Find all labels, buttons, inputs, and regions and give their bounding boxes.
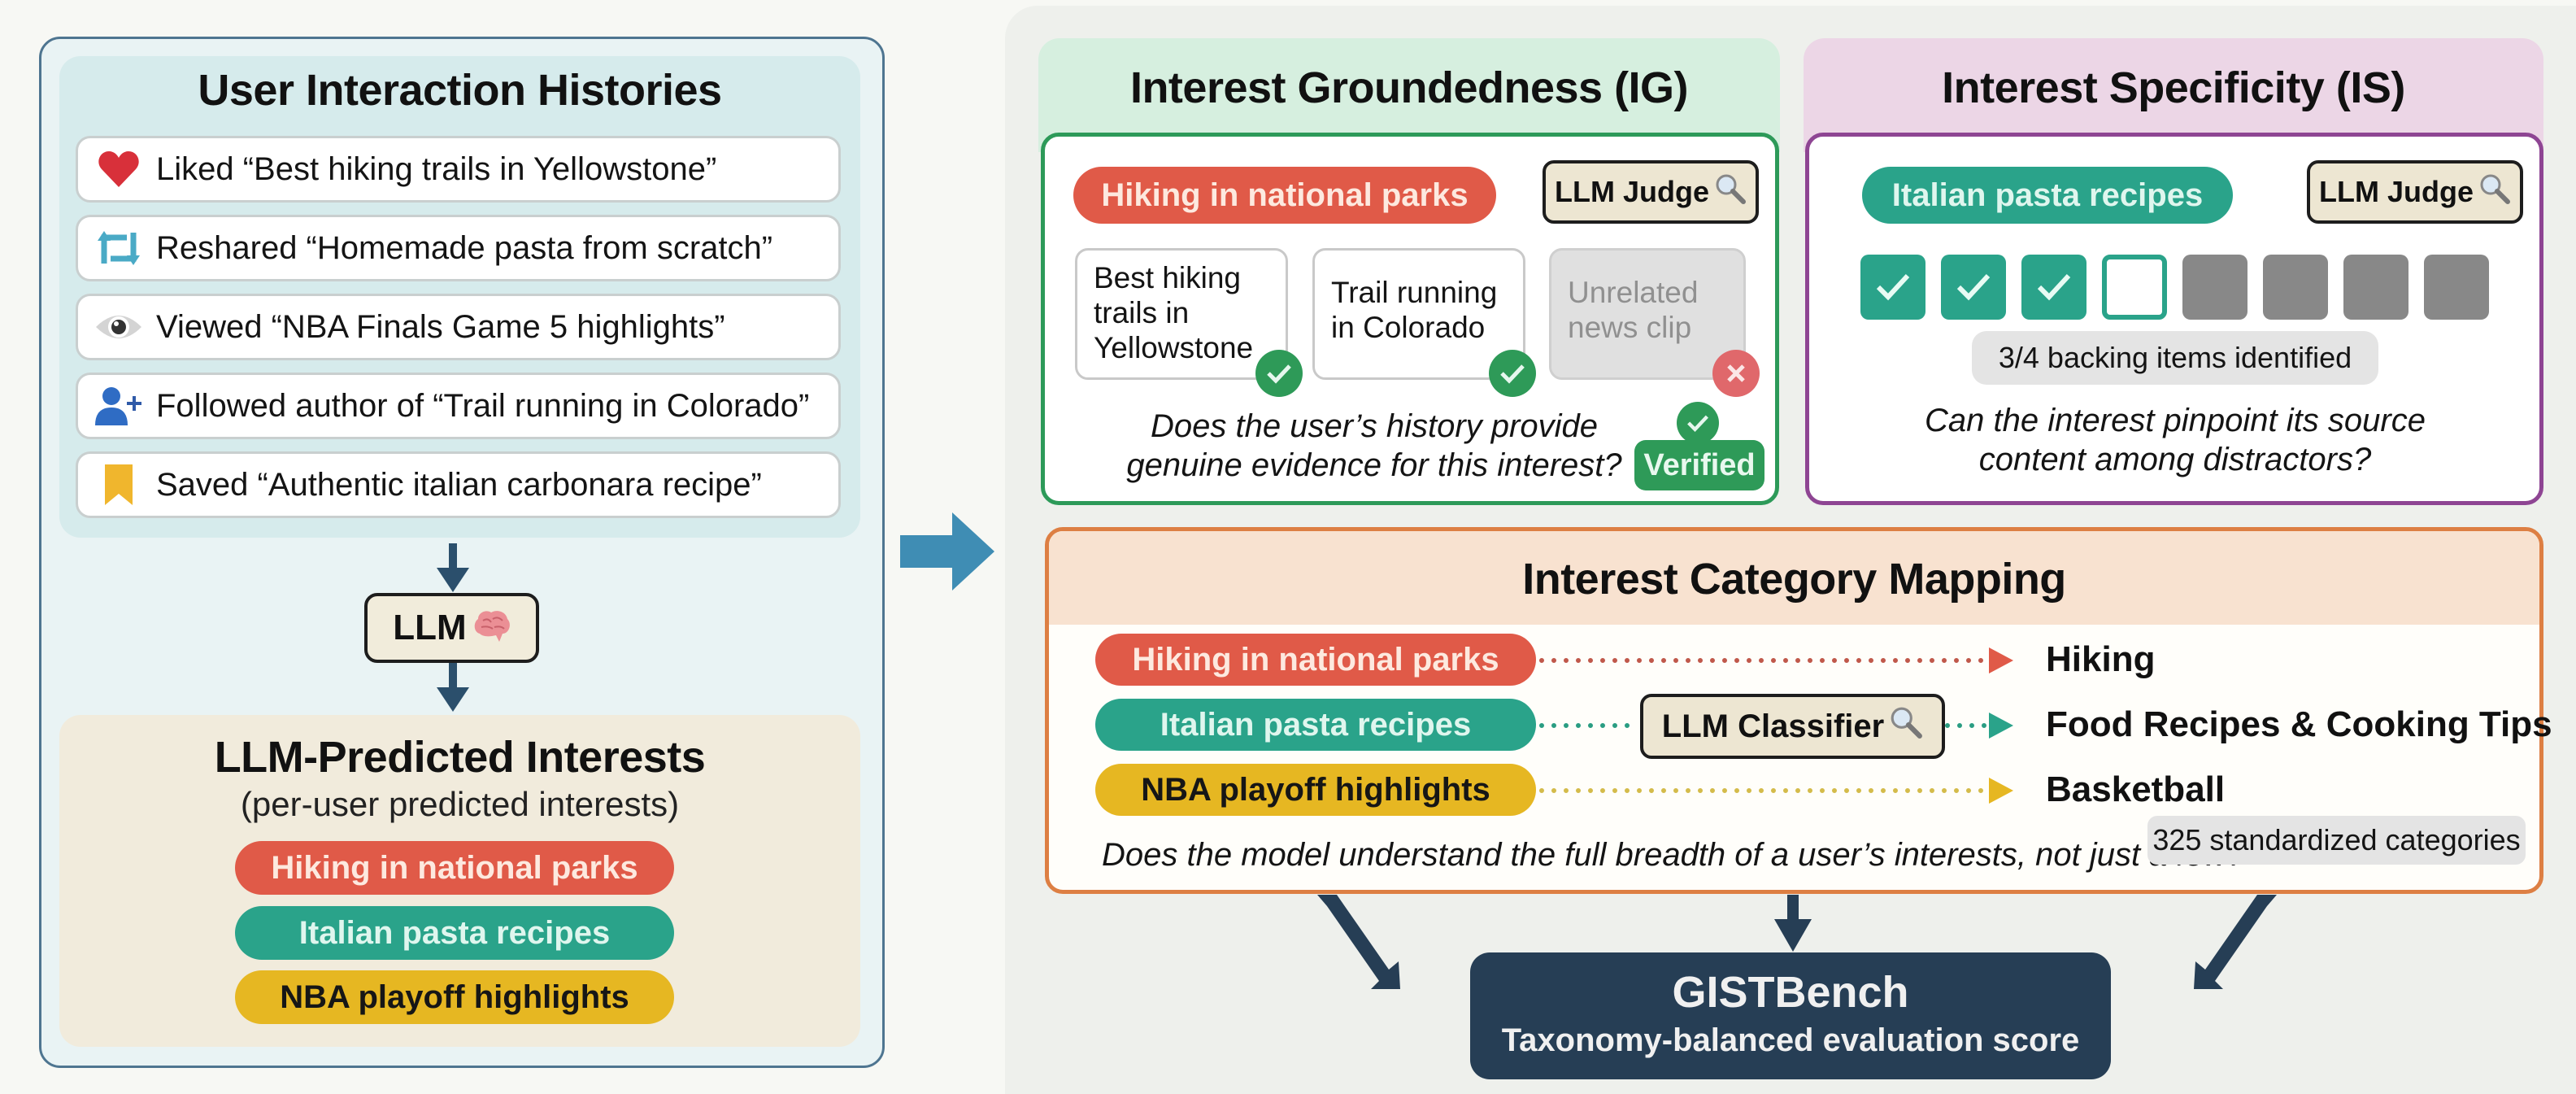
converge-arrows	[1317, 895, 2277, 989]
llm-judge-badge: LLM Judge	[1543, 160, 1759, 224]
candidate-distractor	[2343, 255, 2408, 320]
candidate-missed	[2102, 255, 2167, 320]
history-item-text: Viewed “NBA Finals Game 5 highlights”	[156, 308, 725, 345]
magnifier-icon	[2478, 172, 2511, 212]
history-item: Saved “Authentic italian carbonara recip…	[76, 451, 841, 518]
mapping-interest-pill: Hiking in national parks	[1095, 634, 1536, 686]
history-title: User Interaction Histories	[198, 66, 722, 115]
candidate-checked	[1941, 255, 2006, 320]
bookmark-icon	[94, 460, 143, 509]
flow-arrow-down	[437, 663, 469, 712]
interest-pill: Hiking in national parks	[235, 841, 674, 895]
arrowhead-food	[1989, 713, 2013, 739]
llm-classifier-label: LLM Classifier	[1661, 708, 1885, 744]
arrow-from-is	[2194, 895, 2277, 989]
llm-classifier-badge: LLM Classifier	[1640, 694, 1945, 759]
predicted-title: LLM-Predicted Interests	[214, 733, 706, 782]
category-label: Hiking	[2046, 639, 2156, 679]
check-icon	[1489, 350, 1536, 397]
flow-arrow-down	[437, 543, 469, 592]
magnifier-icon	[1714, 172, 1747, 212]
check-icon	[1255, 350, 1303, 397]
category-label: Basketball	[2046, 769, 2226, 809]
reject-icon	[1712, 350, 1760, 397]
evidence-card: Trail running in Colorado	[1312, 248, 1525, 380]
reshare-icon	[94, 224, 143, 272]
candidate-items	[1860, 255, 2489, 320]
llm-label: LLM	[393, 608, 467, 647]
history-item-text: Followed author of “Trail running in Col…	[156, 387, 810, 424]
mapping-connectors	[1539, 647, 2013, 804]
llm-box: LLM	[364, 593, 539, 663]
flow-arrow-right	[900, 512, 994, 591]
arrow-from-mapping	[1774, 895, 1812, 952]
candidate-distractor	[2182, 255, 2247, 320]
candidate-distractor	[2263, 255, 2328, 320]
gistbench-score-box: GISTBench Taxonomy-balanced evaluation s…	[1470, 952, 2111, 1079]
check-icon	[2037, 273, 2071, 301]
interest-pill: Italian pasta recipes	[235, 906, 674, 960]
interest-pill: NBA playoff highlights	[235, 970, 674, 1024]
verified-check-icon	[1677, 402, 1719, 444]
history-item-text: Saved “Authentic italian carbonara recip…	[156, 466, 762, 503]
specificity-question: Can the interest pinpoint its source con…	[1925, 403, 2426, 477]
magnifier-icon	[1889, 705, 1923, 747]
check-icon	[1876, 273, 1910, 301]
mapping-question: Does the model understand the full bread…	[1102, 837, 2246, 873]
add-user-icon	[94, 381, 143, 430]
arrowhead-hiking	[1989, 647, 2013, 673]
mapping-interest-pill: Italian pasta recipes	[1095, 699, 1536, 751]
llm-judge-label: LLM Judge	[1555, 175, 1709, 208]
brain-icon	[473, 609, 511, 647]
is-interest-pill: Italian pasta recipes	[1862, 167, 2233, 224]
categories-count-tag: 325 standardized categories	[2147, 816, 2526, 865]
mapping-interest-pill: NBA playoff highlights	[1095, 764, 1536, 816]
predicted-subtitle: (per-user predicted interests)	[240, 785, 680, 823]
candidate-checked	[1860, 255, 1925, 320]
groundedness-title: Interest Groundedness (IG)	[1129, 63, 1689, 112]
history-item-text: Reshared “Homemade pasta from scratch”	[156, 229, 773, 266]
history-item: Viewed “NBA Finals Game 5 highlights”	[76, 294, 841, 360]
history-item: Reshared “Homemade pasta from scratch”	[76, 215, 841, 281]
category-label: Food Recipes & Cooking Tips	[2046, 704, 2552, 744]
llm-judge-label: LLM Judge	[2319, 175, 2474, 208]
specificity-title: Interest Specificity (IS)	[1942, 63, 2405, 112]
eye-icon	[94, 303, 143, 351]
candidate-checked	[2021, 255, 2086, 320]
heart-icon	[94, 145, 143, 194]
mapping-header: Interest Category Mapping	[1049, 531, 2539, 625]
mapping-title: Interest Category Mapping	[1522, 555, 2066, 604]
candidate-distractor	[2424, 255, 2489, 320]
gistbench-title: GISTBench	[1672, 968, 1909, 1017]
llm-judge-badge: LLM Judge	[2307, 160, 2523, 224]
backing-result-tag: 3/4 backing items identified	[1972, 331, 2378, 385]
groundedness-question: Does the user’s history provide genuine …	[1126, 408, 1622, 483]
gistbench-subtitle: Taxonomy-balanced evaluation score	[1501, 1022, 2080, 1058]
check-icon	[1956, 273, 1991, 301]
ig-interest-pill: Hiking in national parks	[1073, 167, 1496, 224]
history-item: Liked “Best hiking trails in Yellowstone…	[76, 136, 841, 203]
history-item: Followed author of “Trail running in Col…	[76, 373, 841, 439]
arrowhead-basketball	[1989, 778, 2013, 804]
verified-badge: Verified	[1634, 440, 1764, 490]
arrow-from-ig	[1317, 895, 1400, 989]
history-item-text: Liked “Best hiking trails in Yellowstone…	[156, 150, 717, 187]
evidence-card-rejected: Unrelated news clip	[1549, 248, 1746, 380]
evidence-card: Best hiking trails in Yellowstone	[1075, 248, 1288, 380]
